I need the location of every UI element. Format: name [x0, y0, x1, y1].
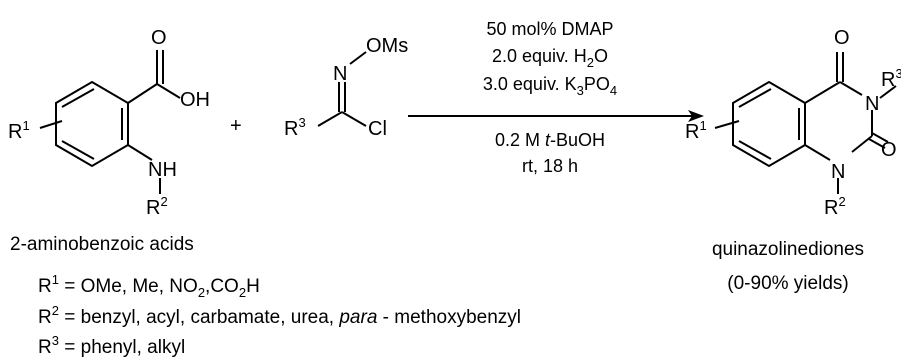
product-benzene-ring [732, 80, 806, 168]
condition-water: 2.0 equiv. H2O [492, 46, 608, 70]
chloride-label: Cl [368, 118, 387, 140]
condition-temp-time: rt, 18 h [522, 156, 578, 176]
nh-label: NH [148, 159, 177, 181]
r3-definition: R3 = phenyl, alkyl [38, 333, 185, 358]
aminobenzoic-acid-structure [39, 50, 181, 194]
r2-definition: R2 = benzyl, acyl, carbamate, urea, para… [38, 303, 521, 328]
imine-nitrogen-label: N [333, 63, 347, 85]
product-c4-oxygen-label: O [834, 27, 850, 49]
condition-solvent: 0.2 M t-BuOH [495, 130, 605, 150]
reaction-arrow [408, 110, 704, 122]
r1-definition: R1 = OMe, Me, NO2,CO2H [38, 272, 260, 300]
condition-catalyst: 50 mol% DMAP [486, 19, 613, 39]
product-c2-oxygen-label: O [881, 139, 897, 161]
carbonyl-oxygen-label: O [151, 27, 167, 49]
r1-label: R1 [8, 118, 30, 143]
condition-base: 3.0 equiv. K3PO4 [483, 74, 617, 98]
benzene-ring [55, 80, 129, 168]
r3-label: R3 [284, 115, 306, 140]
hydroxyl-label: OH [180, 89, 210, 111]
r2-label: R2 [146, 194, 168, 219]
product-n3-label: N [865, 93, 879, 115]
product-r1-label: R1 [685, 118, 707, 143]
product-r2-label: R2 [824, 194, 846, 219]
product-r3-label: R3 [881, 66, 901, 91]
hydroximoyl-chloride-structure [317, 51, 367, 127]
reactant1-name: 2-aminobenzoic acids [10, 234, 194, 255]
product-yield: (0-90% yields) [727, 273, 848, 294]
product-n1-label: N [831, 161, 845, 183]
quinazolinedione-structure [714, 52, 897, 194]
oms-label: OMs [366, 35, 408, 57]
plus-sign: + [230, 115, 242, 137]
product-name: quinazolinediones [712, 239, 864, 260]
